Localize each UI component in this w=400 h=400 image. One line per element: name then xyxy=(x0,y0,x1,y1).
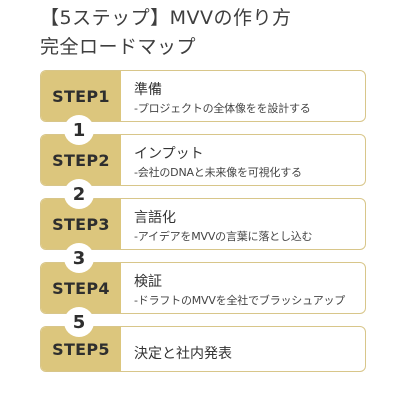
step-label: STEP4 xyxy=(41,263,121,313)
title-line-1: 【5ステップ】MVVの作り方 xyxy=(40,7,292,29)
step-card-5: STEP5 決定と社内発表 xyxy=(40,326,366,372)
step-card-1: STEP1 準備 -プロジェクトの全体像をを設計する xyxy=(40,70,366,122)
page-title: 【5ステップ】MVVの作り方 完全ロードマップ xyxy=(40,4,291,62)
step-number-badge-1: 1 xyxy=(64,115,94,145)
step-number-badge-5: 5 xyxy=(64,307,94,337)
step-title: 言語化 xyxy=(134,210,176,226)
step-body: 準備 -プロジェクトの全体像をを設計する xyxy=(134,71,361,121)
step-title: 準備 xyxy=(134,82,162,98)
step-card-4: STEP4 検証 -ドラフトのMVVを全社でブラッシュアップ xyxy=(40,262,366,314)
step-number-badge-3: 3 xyxy=(64,243,94,273)
step-description: -会社のDNAと未来像を可視化する xyxy=(134,166,302,179)
step-label: STEP1 xyxy=(41,71,121,121)
step-title: インプット xyxy=(134,146,204,162)
title-line-2: 完全ロードマップ xyxy=(40,36,197,58)
step-card-2: STEP2 インプット -会社のDNAと未来像を可視化する xyxy=(40,134,366,186)
step-title: 検証 xyxy=(134,274,162,290)
step-description: -ドラフトのMVVを全社でブラッシュアップ xyxy=(134,294,346,307)
step-body: 言語化 -アイデアをMVVの言葉に落とし込む xyxy=(134,199,361,249)
step-body: インプット -会社のDNAと未来像を可視化する xyxy=(134,135,361,185)
step-title: 決定と社内発表 xyxy=(134,346,232,362)
step-description: -プロジェクトの全体像をを設計する xyxy=(134,102,311,115)
step-number-badge-2: 2 xyxy=(64,179,94,209)
step-body: 決定と社内発表 xyxy=(134,327,361,371)
step-body: 検証 -ドラフトのMVVを全社でブラッシュアップ xyxy=(134,263,361,313)
step-description: -アイデアをMVVの言葉に落とし込む xyxy=(134,230,313,243)
step-card-3: STEP3 言語化 -アイデアをMVVの言葉に落とし込む xyxy=(40,198,366,250)
